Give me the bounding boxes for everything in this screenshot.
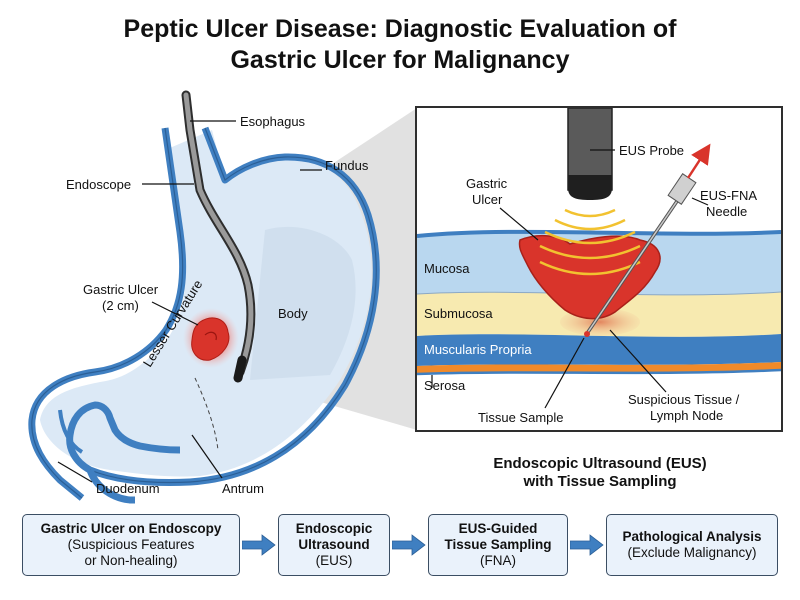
flow-step-line2: Ultrasound	[298, 537, 370, 552]
tissue-sample	[584, 331, 590, 337]
flow-step-line3: (EUS)	[315, 553, 353, 568]
label-esophagus: Esophagus	[240, 114, 306, 129]
flow-arrow-icon	[242, 534, 276, 556]
label-antrum: Antrum	[222, 481, 264, 496]
label-tissue-sample: Tissue Sample	[478, 410, 564, 425]
flow-step-pathology: Pathological Analysis (Exclude Malignanc…	[606, 514, 778, 576]
label-serosa: Serosa	[424, 378, 466, 393]
label-muscularis: Muscularis Propria	[424, 342, 532, 357]
flow-step-title: EUS-Guided	[458, 521, 538, 536]
gastric-ulcer	[191, 317, 230, 361]
inset-caption-line2: with Tissue Sampling	[523, 473, 677, 490]
label-inset-ulcer-line2: Ulcer	[472, 192, 503, 207]
flow-step-line3: or Non-healing)	[84, 553, 178, 568]
label-suspicious-line2: Lymph Node	[650, 408, 723, 423]
flow-step-title: Pathological Analysis	[622, 529, 762, 544]
flow-step-title: Endoscopic	[295, 521, 373, 536]
flow-step-line3: (FNA)	[480, 553, 516, 568]
flow-arrow-icon	[570, 534, 604, 556]
label-endoscope: Endoscope	[66, 177, 131, 192]
label-submucosa: Submucosa	[424, 306, 493, 321]
stomach-body-shade	[250, 226, 356, 380]
stomach-lumen	[40, 130, 372, 477]
duodenum	[86, 468, 135, 504]
inset-caption: Endoscopic Ultrasound (EUS) with Tissue …	[420, 455, 780, 491]
flow-step-line2: (Suspicious Features	[67, 537, 195, 552]
label-eus-probe: EUS Probe	[619, 143, 684, 158]
eus-inset	[415, 106, 783, 432]
label-ulcer-line1: Gastric Ulcer	[83, 282, 159, 297]
stomach-illustration	[28, 90, 417, 504]
flow-arrow-icon	[392, 534, 426, 556]
layer-serosa	[417, 362, 781, 374]
antrum-divider	[194, 377, 219, 451]
title-line-1: Peptic Ulcer Disease: Diagnostic Evaluat…	[123, 15, 677, 43]
label-needle-line2: Needle	[706, 204, 747, 219]
label-ulcer-line2: (2 cm)	[102, 298, 139, 313]
flow-step-endoscopy: Gastric Ulcer on Endoscopy (Suspicious F…	[22, 514, 240, 576]
label-mucosa: Mucosa	[424, 261, 470, 276]
label-duodenum: Duodenum	[96, 481, 160, 496]
inset-caption-line1: Endoscopic Ultrasound (EUS)	[493, 455, 707, 472]
flow-step-line2: (Exclude Malignancy)	[627, 545, 757, 560]
flow-step-eus: Endoscopic Ultrasound (EUS)	[278, 514, 390, 576]
page-title: Peptic Ulcer Disease: Diagnostic Evaluat…	[0, 14, 800, 76]
flow-step-fna: EUS-Guided Tissue Sampling (FNA)	[428, 514, 568, 576]
label-body: Body	[278, 306, 308, 321]
layer-muscularis	[417, 334, 781, 366]
flow-step-title: Gastric Ulcer on Endoscopy	[40, 521, 222, 536]
label-inset-ulcer-line1: Gastric	[466, 176, 508, 191]
flow-step-line2: Tissue Sampling	[444, 537, 552, 552]
label-fundus: Fundus	[325, 158, 369, 173]
label-suspicious-line1: Suspicious Tissue /	[628, 392, 740, 407]
title-line-2: Gastric Ulcer for Malignancy	[230, 46, 570, 74]
label-needle-line1: EUS-FNA	[700, 188, 757, 203]
